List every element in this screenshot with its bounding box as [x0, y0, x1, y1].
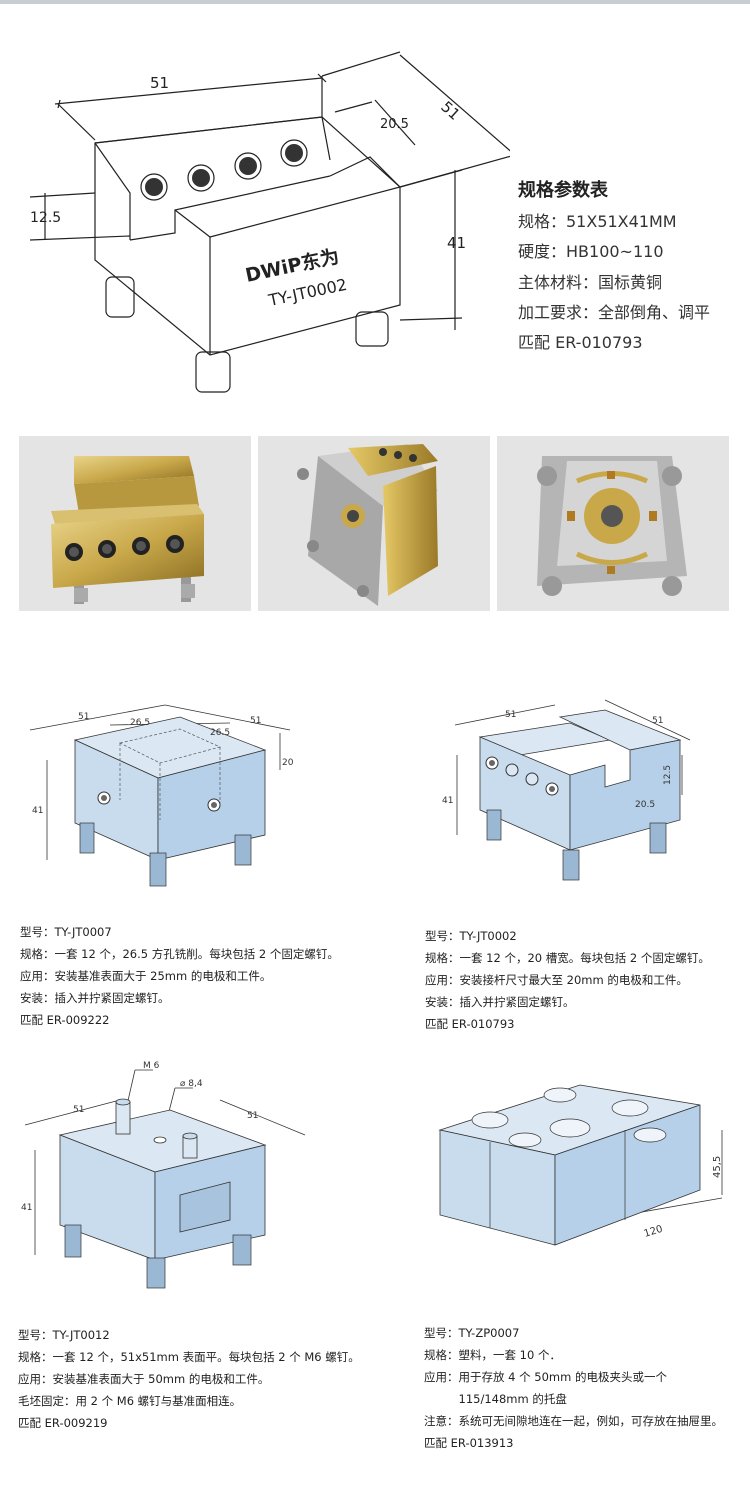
caption-install: 安装：插入并拧紧固定螺钉。: [425, 995, 575, 1009]
d1-dim-e: 20: [282, 758, 294, 768]
spec-line-material: 主体材料：国标黄铜: [518, 273, 663, 292]
caption-fixing: 毛坯固定：用 2 个 M6 螺钉与基准面相连。: [18, 1394, 242, 1408]
caption-ty-jt0012: 型号：TY-JT0012 规格：一套 12 个，51x51mm 表面平。每块包括…: [18, 1324, 360, 1434]
dim-width-top: 51: [150, 74, 169, 92]
caption-model: 型号：TY-JT0002: [425, 929, 517, 943]
photo-holder-top-view: [497, 436, 729, 611]
d1-dim-f: 41: [32, 806, 43, 816]
caption-model: 型号：TY-JT0007: [20, 925, 112, 939]
dim-depth: 51: [437, 98, 463, 124]
caption-application: 应用：安装接杆尺寸最大至 20mm 的电极和工件。: [425, 973, 688, 987]
caption-match: 匹配 ER-009222: [20, 1013, 110, 1027]
d1-dim-d: 51: [250, 716, 261, 726]
dim-slot: 20.5: [380, 117, 409, 132]
d2-dim-e: 41: [442, 796, 453, 806]
caption-model: 型号：TY-JT0012: [18, 1328, 110, 1342]
caption-note: 注意：系统可无间隙地连在一起，例如，可存放在抽屉里。: [424, 1414, 723, 1428]
main-line-drawing: 51 51 20.5 12.5 41 DWiP东为 TY-JT0002: [29, 51, 510, 393]
d2-dim-b: 51: [652, 716, 663, 726]
d1-dim-a: 51: [78, 712, 89, 722]
d1-dim-b: 26.5: [130, 718, 150, 728]
d2-dim-a: 51: [505, 710, 516, 720]
d2-dim-c: 12.5: [663, 765, 673, 785]
caption-ty-jt0002: 型号：TY-JT0002 规格：一套 12 个，20 槽宽。每块包括 2 个固定…: [425, 925, 710, 1035]
top-divider: [0, 0, 750, 4]
spec-title: 规格参数表: [518, 180, 608, 201]
d1-dim-c: 26.5: [210, 728, 230, 738]
diagram-ty-jt0012: M 6 ⌀ 8,4 51 51 41: [21, 1061, 306, 1289]
caption-application: 应用：安装基准表面大于 25mm 的电极和工件。: [20, 969, 272, 983]
caption-application-cont: 115/148mm 的托盘: [424, 1392, 567, 1406]
diagram-ty-jt0007: 51 26.5 26.5 51 20 41: [29, 704, 294, 887]
spec-line-hardness: 硬度：HB100~110: [518, 242, 664, 261]
caption-spec: 规格：塑料，一套 10 个．: [424, 1348, 561, 1362]
caption-ty-zp0007: 型号：TY-ZP0007 规格：塑料，一套 10 个． 应用：用于存放 4 个 …: [424, 1322, 723, 1454]
caption-spec: 规格：一套 12 个，26.5 方孔铣削。每块包括 2 个固定螺钉。: [20, 947, 339, 961]
d3-dim-c: 41: [21, 1203, 32, 1213]
caption-match: 匹配 ER-009219: [18, 1416, 108, 1430]
photo-brass-block-front: [19, 436, 251, 611]
dim-left-height: 12.5: [30, 210, 61, 226]
d3-dim-b: 51: [247, 1111, 258, 1121]
caption-model: 型号：TY-ZP0007: [424, 1326, 520, 1340]
diagram-ty-jt0002: 51 51 12.5 20.5 41: [442, 699, 691, 881]
d3-dim-a: 51: [73, 1105, 84, 1115]
caption-spec: 规格：一套 12 个，20 槽宽。每块包括 2 个固定螺钉。: [425, 951, 710, 965]
d2-dim-d: 20.5: [635, 800, 655, 810]
caption-application: 应用：用于存放 4 个 50mm 的电极夹头或一个: [424, 1370, 667, 1384]
dim-height: 41: [447, 234, 466, 252]
caption-install: 安装：插入并拧紧固定螺钉。: [20, 991, 170, 1005]
d4-dim-length: 120: [643, 1224, 664, 1240]
caption-application: 应用：安装基准表面大于 50mm 的电极和工件。: [18, 1372, 270, 1386]
d4-dim-height: 45,5: [712, 1156, 723, 1178]
d3-m6: M 6: [143, 1061, 160, 1071]
diagram-ty-zp0007: 45,5 120: [438, 1084, 723, 1246]
spec-line-processing: 加工要求：全部倒角、调平: [518, 303, 711, 322]
spec-line-size: 规格：51X51X41MM: [518, 212, 677, 231]
caption-match: 匹配 ER-010793: [425, 1017, 515, 1031]
d3-diameter: ⌀ 8,4: [180, 1079, 203, 1089]
photo-block-on-holder: [258, 436, 490, 611]
spec-line-match: 匹配 ER-010793: [518, 333, 643, 352]
caption-ty-jt0007: 型号：TY-JT0007 规格：一套 12 个，26.5 方孔铣削。每块包括 2…: [20, 921, 339, 1031]
caption-spec: 规格：一套 12 个，51x51mm 表面平。每块包括 2 个 M6 螺钉。: [18, 1350, 360, 1364]
caption-match: 匹配 ER-013913: [424, 1436, 514, 1450]
